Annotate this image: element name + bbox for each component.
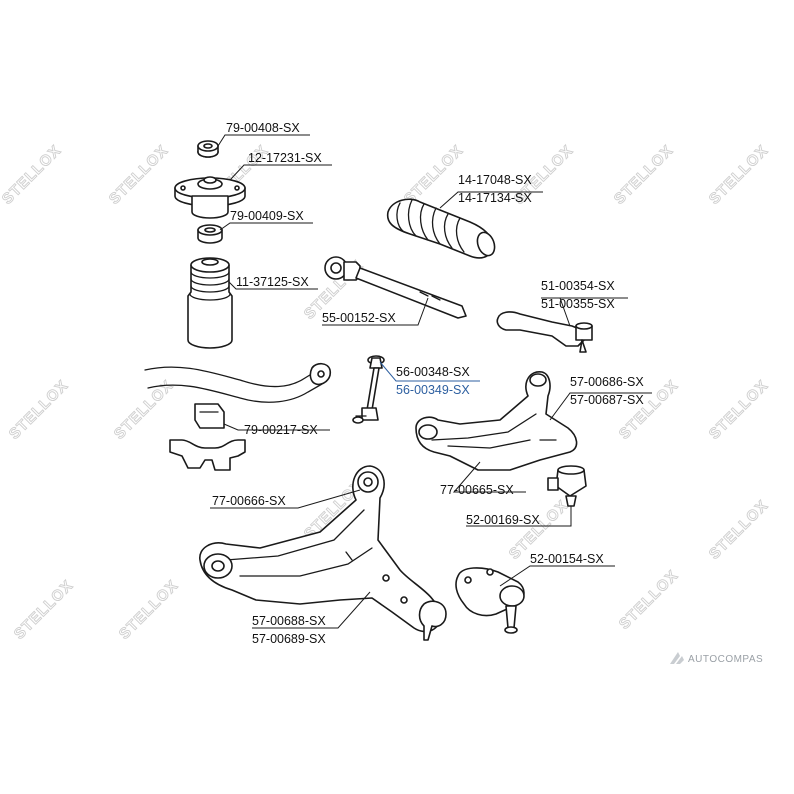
part-12-17231 xyxy=(174,176,246,219)
part-number-label-highlighted: 56-00349-SX xyxy=(396,383,470,397)
part-number-label: 56-00348-SX xyxy=(396,365,470,379)
part-number-label: 57-00688-SX xyxy=(252,614,326,628)
part-number-label: 77-00665-SX xyxy=(440,483,514,497)
part-57-00686 xyxy=(415,371,578,471)
part-number-label: 12-17231-SX xyxy=(248,151,322,165)
part-number-label: 52-00154-SX xyxy=(530,552,604,566)
part-11-37125 xyxy=(187,257,233,349)
part-52-00169 xyxy=(547,465,587,507)
watermark-text: STELLOX xyxy=(706,142,772,208)
part-77-00666 xyxy=(199,465,447,641)
watermark-text: STELLOX xyxy=(111,377,177,443)
watermark-text: STELLOX xyxy=(706,497,772,563)
part-number-label: 57-00686-SX xyxy=(570,375,644,389)
part-number-label: 51-00355-SX xyxy=(541,297,615,311)
part-number-label: 77-00666-SX xyxy=(212,494,286,508)
watermark-text: STELLOX xyxy=(11,577,77,643)
autocompas-logo: AUTOCOMPAS xyxy=(670,652,763,665)
watermark-text: STELLOX xyxy=(6,377,72,443)
part-79-00217 xyxy=(169,403,246,471)
watermark-text: STELLOX xyxy=(706,377,772,443)
part-number-label: 79-00409-SX xyxy=(230,209,304,223)
part-55-00152 xyxy=(324,256,467,319)
part-number-label: 11-37125-SX xyxy=(236,275,309,289)
watermark-text: STELLOX xyxy=(0,142,65,208)
part-14-17048 xyxy=(386,198,496,259)
part-number-label: 55-00152-SX xyxy=(322,311,396,325)
part-number-label: 52-00169-SX xyxy=(466,513,540,527)
watermark-text: STELLOX xyxy=(616,567,682,633)
part-56-00348 xyxy=(352,355,385,424)
part-number-label: 57-00687-SX xyxy=(570,393,644,407)
watermark-text: STELLOX xyxy=(116,577,182,643)
part-number-label: 14-17134-SX xyxy=(458,191,532,205)
watermark-text: STELLOX xyxy=(401,142,467,208)
autocompas-logo-icon xyxy=(670,652,684,664)
part-79-00408 xyxy=(197,140,219,158)
watermark-text: STELLOX xyxy=(106,142,172,208)
part-number-label: 79-00217-SX xyxy=(244,423,318,437)
callout-labels: 79-00408-SX 12-17231-SX 79-00409-SX 11-3… xyxy=(212,121,644,646)
part-number-label: 51-00354-SX xyxy=(541,279,615,293)
watermark-text: STELLOX xyxy=(611,142,677,208)
leader-lines xyxy=(210,134,652,629)
part-51-00354 xyxy=(496,311,593,353)
part-stabilizer-bar xyxy=(144,362,332,403)
part-52-00154 xyxy=(455,567,525,634)
part-number-label: 57-00689-SX xyxy=(252,632,326,646)
brand-name: AUTOCOMPAS xyxy=(688,654,763,665)
part-79-00409 xyxy=(197,224,223,244)
part-number-label: 14-17048-SX xyxy=(458,173,532,187)
part-number-label: 79-00408-SX xyxy=(226,121,300,135)
